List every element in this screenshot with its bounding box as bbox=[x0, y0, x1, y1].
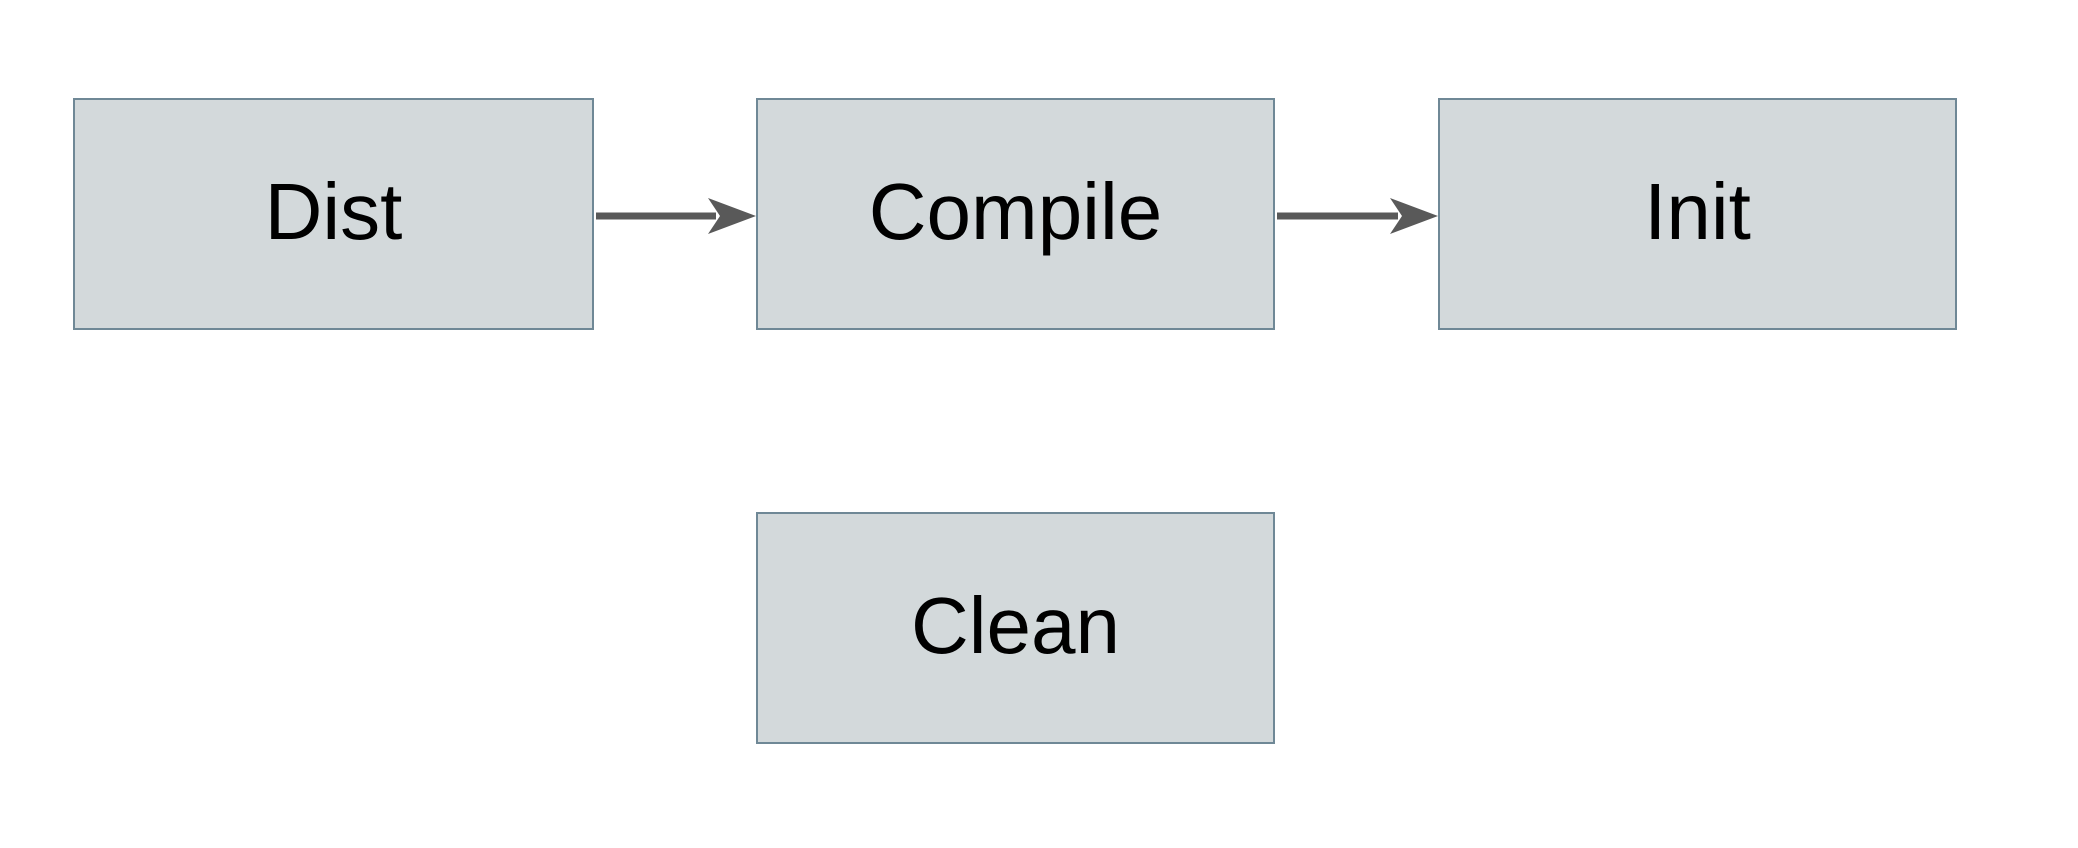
node-init-label: Init bbox=[1644, 167, 1751, 256]
node-init: Init bbox=[1438, 98, 1957, 330]
node-dist: Dist bbox=[73, 98, 594, 330]
arrow-dist-to-compile-icon bbox=[596, 198, 756, 234]
node-compile-label: Compile bbox=[868, 167, 1163, 256]
node-clean: Clean bbox=[756, 512, 1275, 744]
arrow-compile-to-init-icon bbox=[1277, 198, 1438, 234]
node-clean-label: Clean bbox=[910, 581, 1121, 670]
node-dist-label: Dist bbox=[264, 167, 403, 256]
node-compile: Compile bbox=[756, 98, 1275, 330]
